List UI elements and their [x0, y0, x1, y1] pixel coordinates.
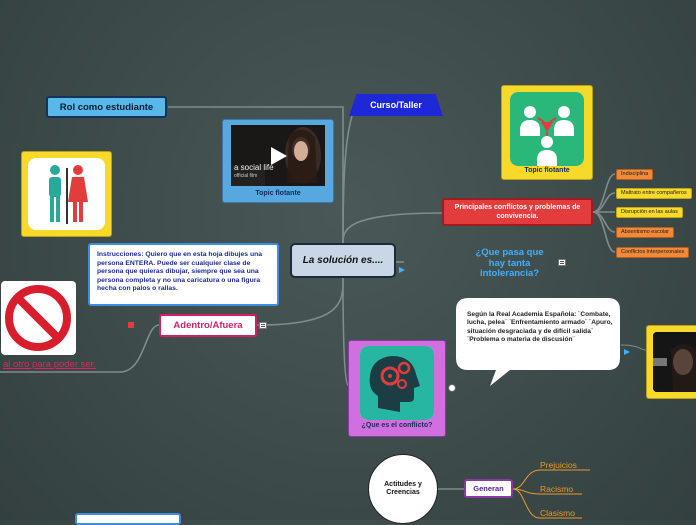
- que-es-conflicto-label: ¿Que es el conflicto?: [361, 422, 433, 429]
- play-icon[interactable]: [268, 146, 288, 171]
- intolerancia-question[interactable]: ¿Que pasa que hay tanta intolerancia?: [475, 247, 544, 279]
- video-thumbnail[interactable]: a social life official film: [231, 125, 325, 186]
- generan-item-prejuicios[interactable]: Prejuicios: [540, 460, 577, 470]
- rol-estudiante-label: Rol como estudiante: [59, 101, 154, 113]
- principales-conflictos-node[interactable]: Principales conflictos y problemas de co…: [442, 198, 593, 226]
- team-topic-card[interactable]: [501, 85, 593, 180]
- head-gears-icon: [360, 346, 434, 420]
- prohibited-link-text[interactable]: al otro para poder ser.: [3, 359, 96, 370]
- notes-icon[interactable]: [558, 259, 566, 266]
- curso-taller-node[interactable]: Curso/Taller: [349, 94, 443, 116]
- generan-node[interactable]: Generan: [464, 479, 513, 498]
- video-overlay-subtitle: official film: [234, 173, 258, 179]
- generan-item-racismo[interactable]: Racismo: [540, 484, 574, 494]
- curso-taller-label: Curso/Taller: [370, 100, 422, 110]
- actitudes-creencias-node[interactable]: Actitudes y Creencias: [368, 454, 438, 524]
- que-es-conflicto-node[interactable]: [348, 340, 446, 437]
- adentro-afuera-label: Adentro/Afuera: [173, 320, 243, 331]
- conflict-item-disrupcion[interactable]: Disrupción en las aulas: [616, 207, 683, 218]
- definition-bubble[interactable]: [450, 296, 626, 388]
- expand-arrow-icon[interactable]: [624, 342, 630, 360]
- collapse-arrow-icon[interactable]: [399, 260, 405, 273]
- video-overlay-title: a social life: [234, 163, 274, 172]
- video-topic-caption: Topic flotante: [255, 190, 301, 197]
- adentro-afuera-node[interactable]: Adentro/Afuera: [159, 314, 257, 337]
- instrucciones-text: Instrucciones: Quiero que en esta hoja d…: [97, 251, 263, 293]
- bottom-topic-node[interactable]: [75, 513, 181, 525]
- conflict-item-interpersonales[interactable]: Conflictos interpersonales: [616, 247, 690, 258]
- central-topic[interactable]: La solución es....: [290, 243, 396, 278]
- prohibited-icon: [5, 285, 71, 351]
- conflict-item-absentismo[interactable]: Absentismo escolar: [616, 227, 674, 238]
- video-thumbnail-right: [653, 332, 696, 392]
- conflict-item-maltrato[interactable]: Maltrato entre compañeros: [616, 188, 692, 199]
- generan-label: Generan: [473, 484, 504, 493]
- generan-item-clasismo[interactable]: Clasismo: [540, 508, 575, 518]
- restroom-topic-card[interactable]: [21, 151, 112, 237]
- actitudes-creencias-label: Actitudes y Creencias: [384, 480, 422, 497]
- prohibited-image[interactable]: [1, 281, 76, 355]
- rol-estudiante-node[interactable]: Rol como estudiante: [46, 96, 167, 118]
- restroom-icon: [28, 158, 105, 230]
- team-icon: [510, 92, 584, 166]
- link-icon[interactable]: [448, 384, 456, 392]
- central-topic-label: La solución es....: [302, 255, 384, 266]
- curso-taller-shape: [349, 94, 443, 116]
- notes-icon[interactable]: [259, 322, 267, 329]
- conflict-item-indisciplina[interactable]: Indisciplina: [616, 169, 654, 180]
- video-topic-card-right[interactable]: [646, 325, 696, 399]
- link-marker-icon[interactable]: [128, 322, 134, 328]
- team-topic-caption: Topic flotante: [524, 167, 570, 174]
- definition-text: Según la Real Academia Española: ¨Combat…: [467, 311, 613, 344]
- principales-conflictos-label: Principales conflictos y problemas de co…: [454, 204, 581, 220]
- instrucciones-note[interactable]: Instrucciones: Quiero que en esta hoja d…: [88, 243, 279, 306]
